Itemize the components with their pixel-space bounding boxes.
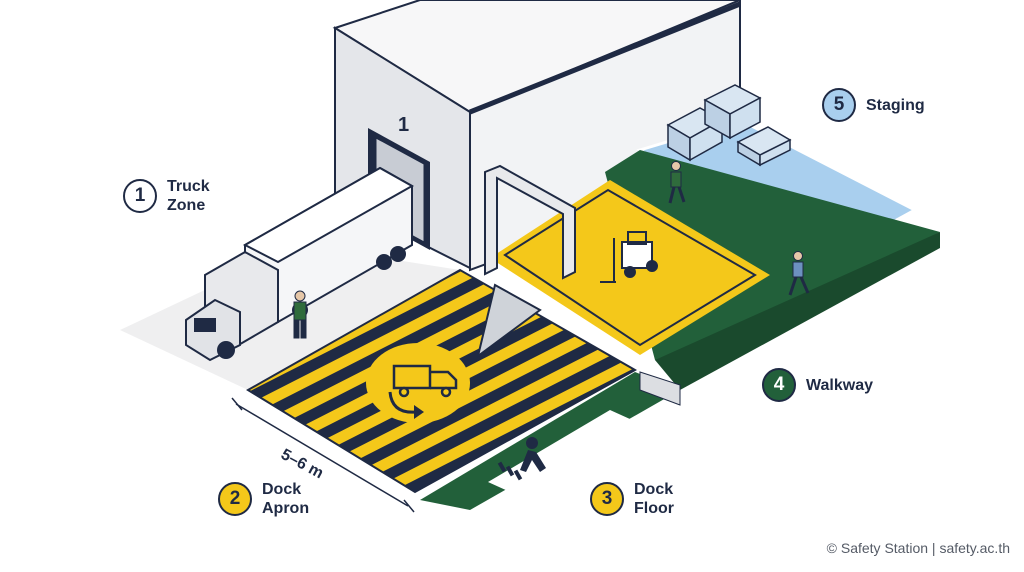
callout-label-dock-apron: Dock Apron — [262, 480, 309, 518]
callout-label-dock-floor: Dock Floor — [634, 480, 674, 518]
callout-number-3: 3 — [590, 482, 624, 516]
callout-number-4: 4 — [762, 368, 796, 402]
callout-label-walkway: Walkway — [806, 376, 873, 395]
callout-truck-zone: 1 Truck Zone — [123, 177, 210, 215]
credit-text: © Safety Station | safety.ac.th — [827, 540, 1010, 556]
callout-label-staging: Staging — [866, 96, 925, 115]
label-line-2: Floor — [634, 499, 674, 518]
label-line-1: Dock — [262, 480, 309, 499]
callout-walkway: 4 Walkway — [762, 368, 873, 402]
dimension-tick-a — [232, 398, 242, 410]
dimension-tick-b — [404, 500, 414, 512]
callout-number-1: 1 — [123, 179, 157, 213]
label-line-1: Staging — [866, 96, 925, 115]
callout-label-truck-zone: Truck Zone — [167, 177, 210, 215]
label-line-1: Truck — [167, 177, 210, 196]
label-line-2: Zone — [167, 196, 210, 215]
label-line-1: Walkway — [806, 376, 873, 395]
callout-dock-apron: 2 Dock Apron — [218, 480, 309, 518]
callout-number-2: 2 — [218, 482, 252, 516]
label-line-2: Apron — [262, 499, 309, 518]
label-line-1: Dock — [634, 480, 674, 499]
callout-number-5: 5 — [822, 88, 856, 122]
dock-door-number: 1 — [398, 114, 409, 137]
callout-dock-floor: 3 Dock Floor — [590, 480, 674, 518]
callout-staging: 5 Staging — [822, 88, 925, 122]
